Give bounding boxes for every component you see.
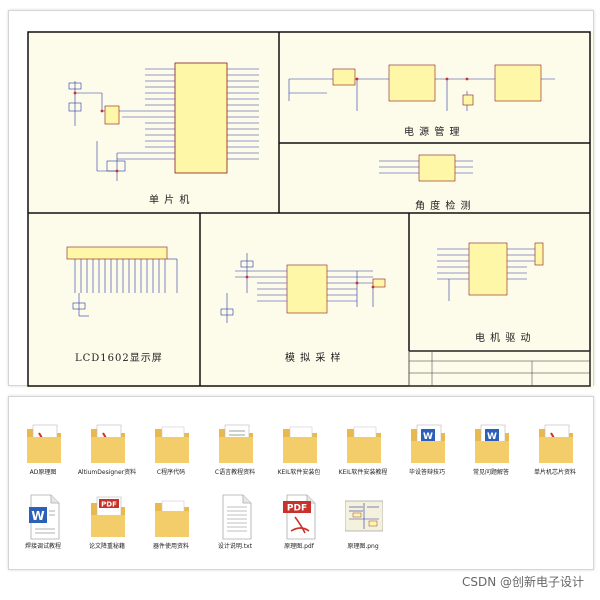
- folder-pdf-icon: [539, 424, 573, 463]
- file-item[interactable]: 设计说明.txt: [203, 493, 267, 573]
- image-file-icon: [345, 500, 383, 532]
- file-item[interactable]: C语言教程资料: [203, 419, 267, 499]
- section-label-mcu: 单 片 机: [149, 195, 191, 206]
- watermark: CSDN @创新电子设计: [461, 575, 584, 589]
- file-item[interactable]: KEIL软件安装包: [267, 419, 331, 499]
- file-label: C语言教程资料: [214, 469, 256, 476]
- folder-word-icon: W: [411, 424, 445, 463]
- file-label: KEIL软件安装包: [277, 469, 321, 476]
- file-item[interactable]: AD原理图: [11, 419, 75, 499]
- file-item[interactable]: 单片机芯片资料: [523, 419, 587, 499]
- file-item[interactable]: 原理图.png: [331, 493, 395, 573]
- file-label: 单片机芯片资料: [533, 469, 576, 476]
- file-item[interactable]: AltiumDesigner资料: [75, 419, 139, 499]
- folder-pdf-icon: [91, 424, 125, 463]
- file-item[interactable]: PDF 原理图.pdf: [267, 493, 331, 573]
- file-label: AD原理图: [29, 469, 57, 476]
- file-item[interactable]: W 焊接调试教程: [11, 493, 75, 573]
- folder-icon: [347, 426, 381, 463]
- folder-icon: [155, 500, 189, 537]
- file-item[interactable]: W 常见问题解答: [459, 419, 523, 499]
- svg-text:W: W: [31, 509, 44, 523]
- folder-pdf-icon: PDF: [91, 496, 125, 537]
- section-label-motor: 电 机 驱 动: [475, 333, 532, 344]
- schematic-drawing: [27, 31, 591, 387]
- file-label: 器件使用资料: [152, 543, 189, 550]
- file-item[interactable]: PDF 论文降重秘籍: [75, 493, 139, 573]
- svg-text:PDF: PDF: [287, 504, 307, 514]
- file-label: 设计说明.txt: [217, 543, 253, 550]
- section-label-angle: 角 度 检 测: [415, 201, 472, 212]
- file-label: 焊接调试教程: [24, 543, 61, 550]
- file-label: C程序代码: [156, 469, 186, 476]
- section-label-analog: 模 拟 采 样: [285, 353, 342, 364]
- schematic-sheet: 单 片 机 电 源 管 理 角 度 检 测 LCD1602显示屏 模 拟 采 样…: [27, 31, 593, 389]
- folder-doc-icon: [219, 424, 253, 463]
- file-label: 原理图.pdf: [284, 543, 314, 550]
- section-label-power: 电 源 管 理: [404, 127, 461, 138]
- schematic-preview-frame: 单 片 机 电 源 管 理 角 度 检 测 LCD1602显示屏 模 拟 采 样…: [8, 10, 594, 389]
- file-item[interactable]: KEIL软件安装教程: [331, 419, 395, 499]
- file-label: AltiumDesigner资料: [77, 469, 137, 476]
- file-listing: AD原理图 AltiumDesigner资料 C程序代码 C语言教程资料: [8, 396, 594, 570]
- section-label-lcd: LCD1602显示屏: [75, 353, 163, 364]
- svg-text:PDF: PDF: [101, 501, 117, 509]
- folder-pdf-icon: [27, 424, 61, 463]
- pdf-file-icon: PDF: [283, 494, 316, 540]
- folder-icon: [155, 426, 189, 463]
- file-item[interactable]: 器件使用资料: [139, 493, 203, 573]
- svg-text:W: W: [487, 432, 497, 442]
- file-item[interactable]: W 毕设答辩技巧: [395, 419, 459, 499]
- file-label: 原理图.png: [347, 543, 379, 550]
- file-label: 毕设答辩技巧: [408, 469, 445, 476]
- folder-word-icon: W: [475, 424, 509, 463]
- file-item[interactable]: C程序代码: [139, 419, 203, 499]
- folder-icon: [283, 426, 317, 463]
- svg-text:W: W: [423, 432, 433, 442]
- file-label: 论文降重秘籍: [88, 543, 125, 550]
- file-label: 常见问题解答: [472, 469, 509, 476]
- word-file-icon: W: [29, 494, 60, 540]
- file-label: KEIL软件安装教程: [338, 469, 388, 476]
- text-file-icon: [222, 494, 252, 540]
